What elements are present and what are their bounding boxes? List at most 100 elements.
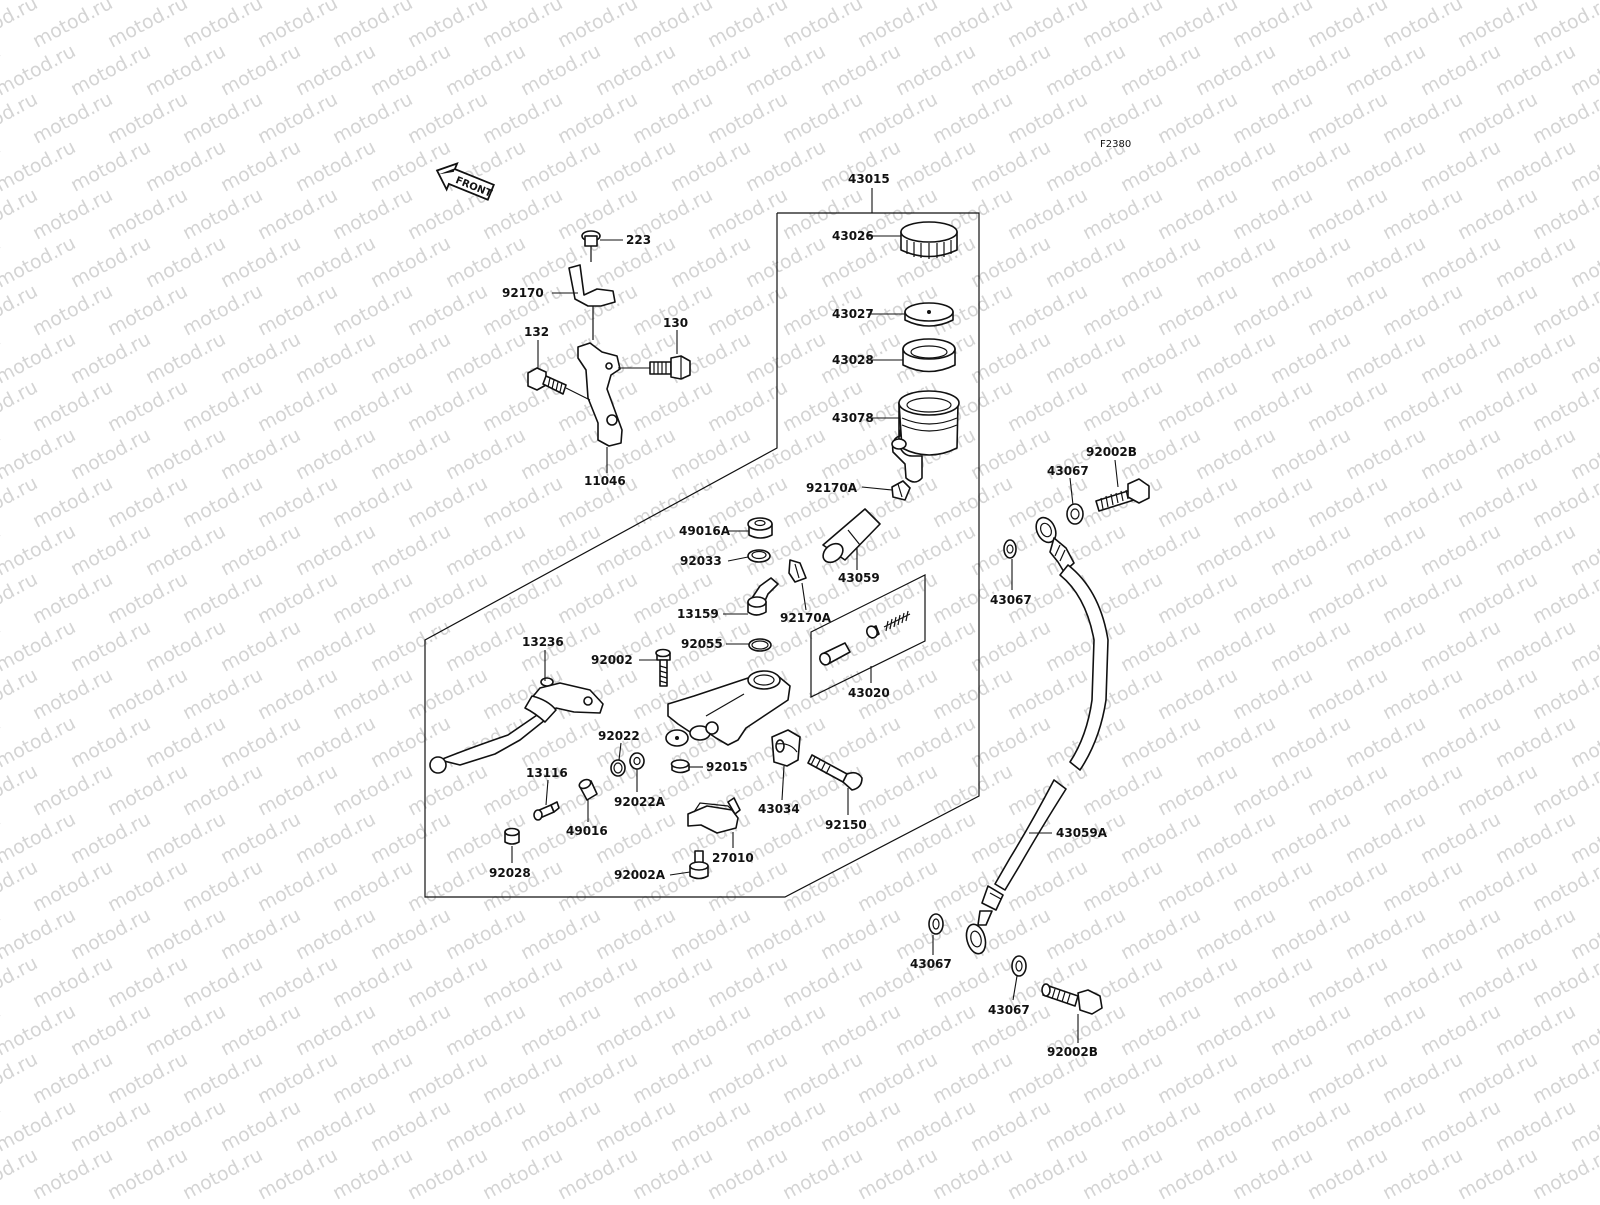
watermark-text: motod.ru (1379, 184, 1466, 244)
nut-92015 (670, 759, 690, 774)
watermark-text: motod.ru (1117, 1000, 1204, 1060)
watermark-text: motod.ru (592, 40, 679, 100)
clutch-hose-43059a (965, 516, 1109, 955)
label-92015: 92015 (706, 760, 748, 774)
label-49016: 49016 (566, 824, 608, 838)
watermark-text: motod.ru (554, 1048, 641, 1108)
watermark-text: motod.ru (1492, 616, 1579, 676)
watermark-text: motod.ru (1304, 760, 1391, 820)
watermark-text: motod.ru (929, 664, 1016, 724)
watermark-text: motod.ru (779, 376, 866, 436)
watermark-text: motod.ru (1267, 424, 1354, 484)
label-49016a: 49016A (679, 524, 731, 538)
label-92170a-lower: 92170A (780, 611, 832, 625)
switch-27010 (687, 797, 741, 834)
watermark-text: motod.ru (179, 1144, 266, 1200)
watermark-text: motod.ru (442, 520, 529, 580)
watermark-text: motod.ru (779, 1048, 866, 1108)
watermark-text: motod.ru (742, 1096, 829, 1156)
watermark-text: motod.ru (67, 40, 154, 100)
watermark-text: motod.ru (179, 280, 266, 340)
label-11046: 11046 (584, 474, 626, 488)
bolt-132 (527, 367, 591, 401)
watermark-text: motod.ru (517, 808, 604, 868)
watermark-text: motod.ru (1342, 40, 1429, 100)
watermark-text: motod.ru (704, 856, 791, 916)
watermark-text: motod.ru (367, 40, 454, 100)
watermark-text: motod.ru (367, 520, 454, 580)
watermark-text: motod.ru (179, 0, 266, 52)
watermark-text: motod.ru (404, 1048, 491, 1108)
watermark-text: motod.ru (1342, 904, 1429, 964)
watermark-text: motod.ru (104, 280, 191, 340)
label-43067-upper-left: 43067 (990, 593, 1032, 607)
watermark-text: motod.ru (1154, 568, 1241, 628)
watermark-text: motod.ru (292, 616, 379, 676)
watermark-text: motod.ru (292, 40, 379, 100)
watermark-text: motod.ru (742, 136, 829, 196)
watermark-text: motod.ru (929, 1144, 1016, 1200)
watermark-text: motod.ru (1154, 664, 1241, 724)
watermark-text: motod.ru (779, 1144, 866, 1200)
bolt-92002b-lower (1041, 983, 1103, 1015)
washer-43067-upper-left (1003, 539, 1017, 559)
watermark-text: motod.ru (1192, 1000, 1279, 1060)
watermark-text: motod.ru (1004, 88, 1091, 148)
label-43067-lower-left: 43067 (910, 957, 952, 971)
screw-92002a (689, 850, 709, 880)
watermark-text: motod.ru (367, 424, 454, 484)
label-43059a: 43059A (1056, 826, 1108, 840)
watermark-text: motod.ru (67, 136, 154, 196)
watermark-text: motod.ru (1079, 184, 1166, 244)
watermark-text: motod.ru (142, 808, 229, 868)
watermark-text: motod.ru (217, 232, 304, 292)
watermark-text: motod.ru (1342, 520, 1429, 580)
watermark-text: motod.ru (554, 88, 641, 148)
watermark-text: motod.ru (817, 424, 904, 484)
watermark-text: motod.ru (967, 40, 1054, 100)
hose-clip-92170a-lower (788, 559, 807, 583)
watermark-text: motod.ru (104, 472, 191, 532)
watermark-text: motod.ru (367, 136, 454, 196)
reservoir-43078 (891, 390, 960, 483)
watermark-text: motod.ru (892, 712, 979, 772)
watermark-text: motod.ru (1117, 808, 1204, 868)
watermark-text: motod.ru (1304, 1048, 1391, 1108)
watermark-text: motod.ru (1304, 88, 1391, 148)
watermark-text: motod.ru (817, 712, 904, 772)
watermark-text: motod.ru (292, 712, 379, 772)
watermark-text: motod.ru (1304, 1144, 1391, 1200)
watermark-text: motod.ru (254, 1048, 341, 1108)
watermark-text: motod.ru (854, 1048, 941, 1108)
watermark-text: motod.ru (967, 232, 1054, 292)
watermark-text: motod.ru (1004, 280, 1091, 340)
watermark-text: motod.ru (1379, 1144, 1466, 1200)
watermark-text: motod.ru (104, 952, 191, 1012)
watermark-text: motod.ru (667, 40, 754, 100)
watermark-text: motod.ru (1154, 280, 1241, 340)
watermark-text: motod.ru (292, 424, 379, 484)
watermark-text: motod.ru (329, 280, 416, 340)
watermark-text: motod.ru (217, 328, 304, 388)
watermark-text: motod.ru (1454, 856, 1541, 916)
watermark-text: motod.ru (29, 664, 116, 724)
watermark-text: motod.ru (592, 520, 679, 580)
watermark-text: motod.ru (29, 568, 116, 628)
watermark-text: motod.ru (404, 664, 491, 724)
watermark-text: motod.ru (442, 40, 529, 100)
watermark-text: motod.ru (1267, 1096, 1354, 1156)
watermark-text: motod.ru (67, 808, 154, 868)
watermark-text: motod.ru (404, 280, 491, 340)
watermark-text: motod.ru (29, 472, 116, 532)
watermark-text: motod.ru (1454, 0, 1541, 52)
watermark-text: motod.ru (404, 376, 491, 436)
watermark-text: motod.ru (1417, 616, 1504, 676)
watermark-text: motod.ru (854, 856, 941, 916)
label-92002: 92002 (591, 653, 633, 667)
label-130: 130 (663, 316, 688, 330)
watermark-text: motod.ru (1042, 616, 1129, 676)
watermark-text: motod.ru (179, 88, 266, 148)
watermark-text: motod.ru (1454, 760, 1541, 820)
watermark-text: motod.ru (29, 760, 116, 820)
